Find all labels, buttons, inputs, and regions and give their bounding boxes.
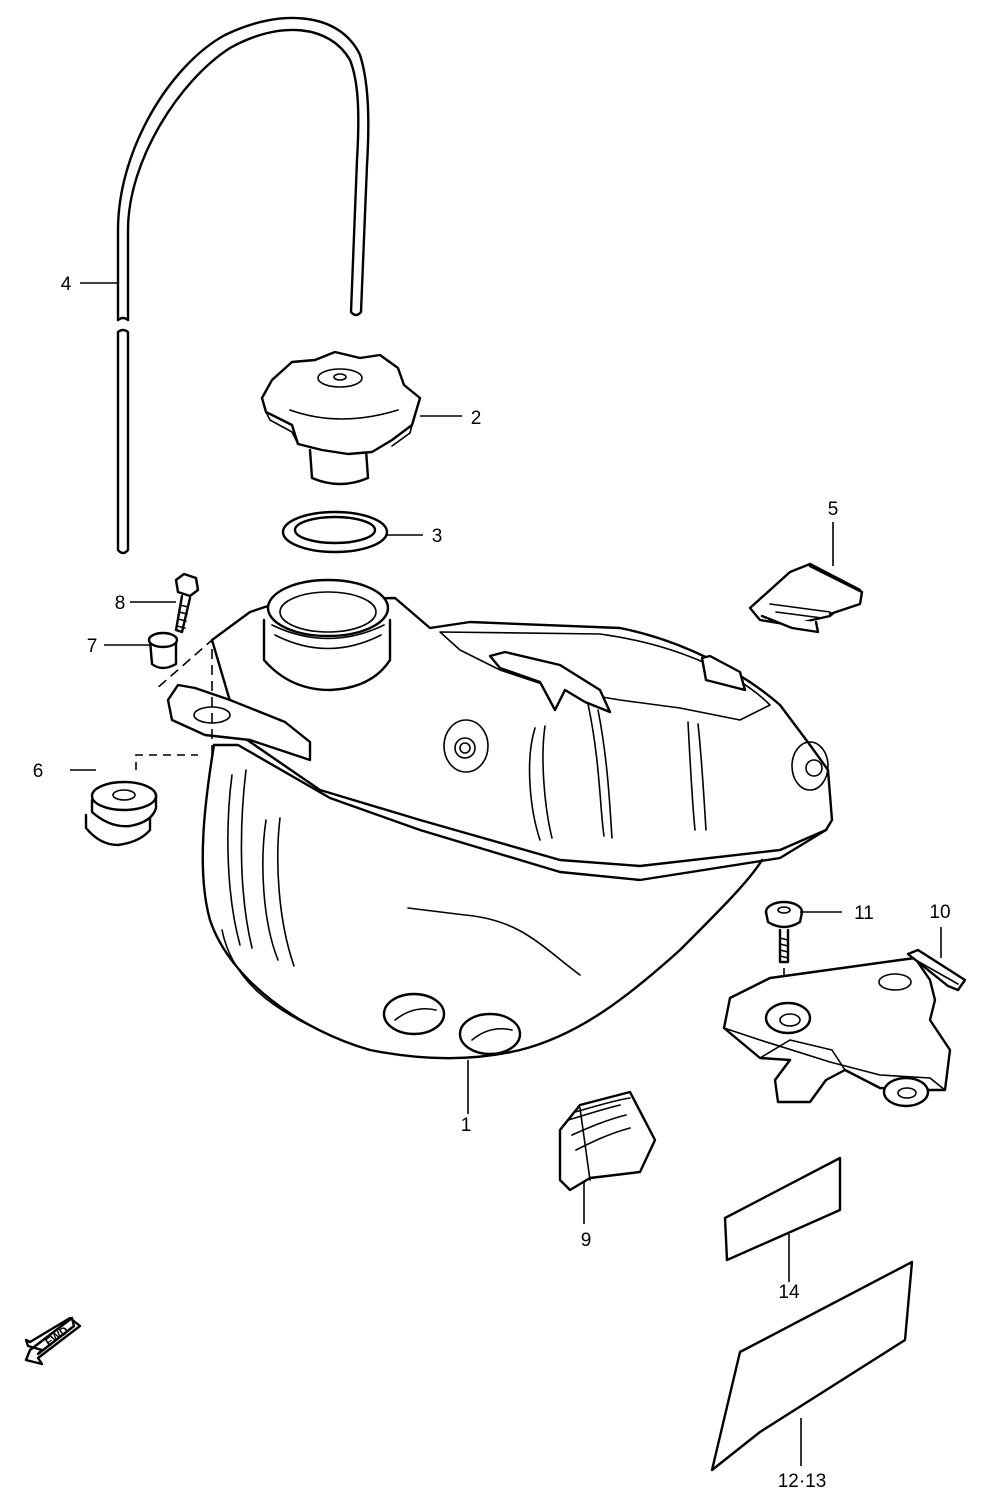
callout-14: 14	[778, 1282, 800, 1303]
callout-12-13: 12·13	[778, 1471, 827, 1492]
label-sheet-large	[710, 1260, 914, 1472]
callout-2: 2	[471, 408, 482, 429]
callout-3: 3	[432, 526, 443, 547]
rubber-pad	[558, 1090, 657, 1192]
callout-9: 9	[581, 1230, 592, 1251]
callout-11: 11	[854, 903, 874, 924]
mounting-bolt	[174, 572, 200, 634]
callout-7: 7	[87, 636, 98, 657]
rubber-cushion	[84, 780, 158, 847]
callout-labels: 1 2 3 4 5 6 7 8 9 10 11 12·13 14	[33, 274, 951, 1492]
callout-10: 10	[929, 902, 950, 923]
leader-lines	[70, 282, 942, 1466]
callout-6: 6	[33, 761, 44, 782]
callout-1: 1	[461, 1115, 472, 1136]
label-sheet-small	[723, 1156, 842, 1262]
tank-bracket	[722, 948, 967, 1108]
cap-gasket	[281, 510, 389, 554]
breather-hose	[116, 16, 370, 555]
strap-clip	[748, 562, 864, 634]
callout-4: 4	[61, 274, 72, 295]
forward-arrow-icon: FWD	[24, 1316, 82, 1366]
callout-8: 8	[115, 593, 126, 614]
fuel-tank	[166, 578, 834, 1060]
callout-5: 5	[828, 499, 839, 520]
fuel-cap	[260, 350, 422, 486]
collar	[147, 631, 179, 670]
